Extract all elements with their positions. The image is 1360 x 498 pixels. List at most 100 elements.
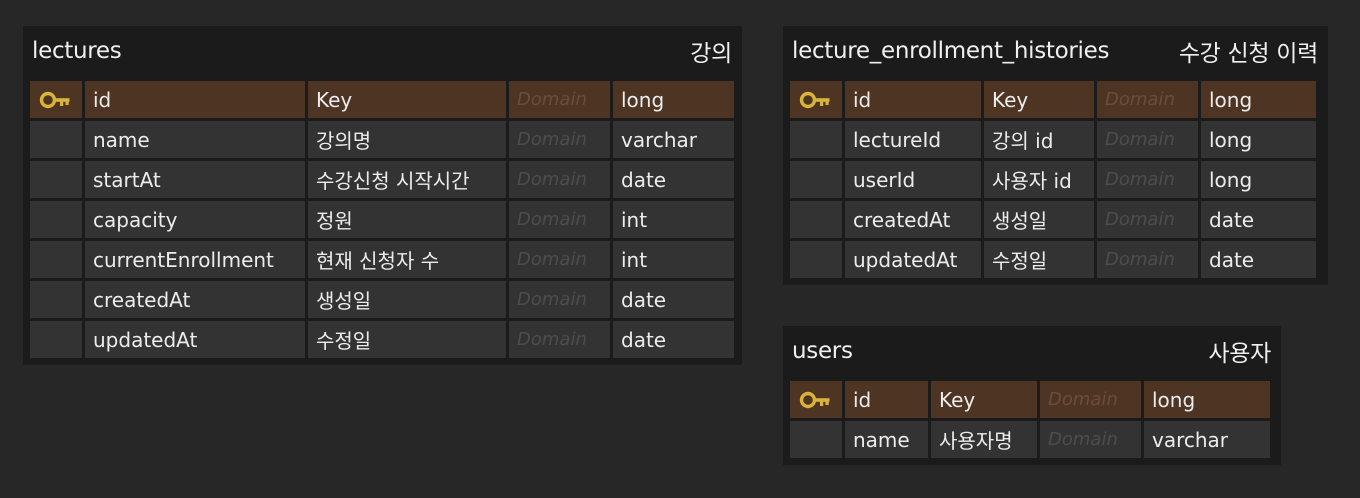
column-domain: Domain [1040, 421, 1141, 458]
non-pk-indicator [30, 121, 82, 158]
column-type: long [1144, 381, 1270, 418]
column-domain: Domain [509, 321, 610, 358]
column-type: int [613, 241, 734, 278]
table-header[interactable]: lectures 강의 [23, 26, 742, 76]
column-comment: 현재 신청자 수 [308, 241, 506, 278]
column-comment: 수정일 [984, 241, 1094, 278]
non-pk-indicator [790, 161, 842, 198]
column-comment: Key [931, 381, 1037, 418]
key-icon [799, 90, 833, 110]
table-name: lecture_enrollment_histories [792, 38, 1110, 64]
column-type: date [1201, 241, 1316, 278]
column-type: long [1201, 81, 1316, 118]
column-name: name [85, 121, 305, 158]
column-type: long [1201, 161, 1316, 198]
non-pk-indicator [30, 321, 82, 358]
non-pk-indicator [790, 241, 842, 278]
column-name: id [845, 381, 928, 418]
column-type: varchar [613, 121, 734, 158]
column-domain: Domain [1097, 241, 1198, 278]
column-type: long [613, 81, 734, 118]
column-name: currentEnrollment [85, 241, 305, 278]
column-name: name [845, 421, 928, 458]
table-comment: 수강 신청 이력 [1178, 41, 1318, 67]
pk-indicator [790, 81, 842, 118]
non-pk-indicator [790, 201, 842, 238]
column-domain: Domain [509, 201, 610, 238]
non-pk-indicator [30, 161, 82, 198]
pk-indicator [30, 81, 82, 118]
pk-indicator [790, 381, 842, 418]
column-domain: Domain [1040, 381, 1141, 418]
non-pk-indicator [790, 421, 842, 458]
column-comment: 강의 id [984, 121, 1094, 158]
table-header[interactable]: lecture_enrollment_histories 수강 신청 이력 [783, 26, 1328, 76]
table-lecture-enrollment-histories[interactable]: lecture_enrollment_histories 수강 신청 이력 id… [783, 26, 1328, 285]
column-comment: 생성일 [308, 281, 506, 318]
non-pk-indicator [30, 201, 82, 238]
non-pk-indicator [790, 121, 842, 158]
column-type: date [1201, 201, 1316, 238]
column-domain: Domain [509, 281, 610, 318]
column-domain: Domain [1097, 121, 1198, 158]
column-comment: 사용자명 [931, 421, 1037, 458]
key-icon [39, 90, 73, 110]
column-comment: 정원 [308, 201, 506, 238]
column-domain: Domain [509, 81, 610, 118]
column-type: date [613, 161, 734, 198]
column-comment: 수정일 [308, 321, 506, 358]
table-header[interactable]: users 사용자 [783, 326, 1281, 376]
column-comment: 생성일 [984, 201, 1094, 238]
column-comment: Key [308, 81, 506, 118]
table-comment: 강의 [690, 41, 732, 67]
column-name: createdAt [85, 281, 305, 318]
column-type: long [1201, 121, 1316, 158]
column-name: startAt [85, 161, 305, 198]
column-type: int [613, 201, 734, 238]
column-type: date [613, 281, 734, 318]
column-domain: Domain [509, 241, 610, 278]
column-comment: 강의명 [308, 121, 506, 158]
column-name: userId [845, 161, 981, 198]
column-domain: Domain [1097, 81, 1198, 118]
non-pk-indicator [30, 241, 82, 278]
column-name: updatedAt [845, 241, 981, 278]
column-domain: Domain [1097, 201, 1198, 238]
column-name: updatedAt [85, 321, 305, 358]
table-comment: 사용자 [1208, 341, 1271, 367]
column-comment: 사용자 id [984, 161, 1094, 198]
table-name: lectures [32, 38, 122, 64]
column-type: date [613, 321, 734, 358]
column-name: createdAt [845, 201, 981, 238]
table-name: users [792, 338, 853, 364]
column-name: id [85, 81, 305, 118]
column-domain: Domain [509, 121, 610, 158]
column-type: varchar [1144, 421, 1270, 458]
column-domain: Domain [509, 161, 610, 198]
column-name: capacity [85, 201, 305, 238]
column-comment: Key [984, 81, 1094, 118]
column-name: lectureId [845, 121, 981, 158]
column-comment: 수강신청 시작시간 [308, 161, 506, 198]
non-pk-indicator [30, 281, 82, 318]
column-domain: Domain [1097, 161, 1198, 198]
